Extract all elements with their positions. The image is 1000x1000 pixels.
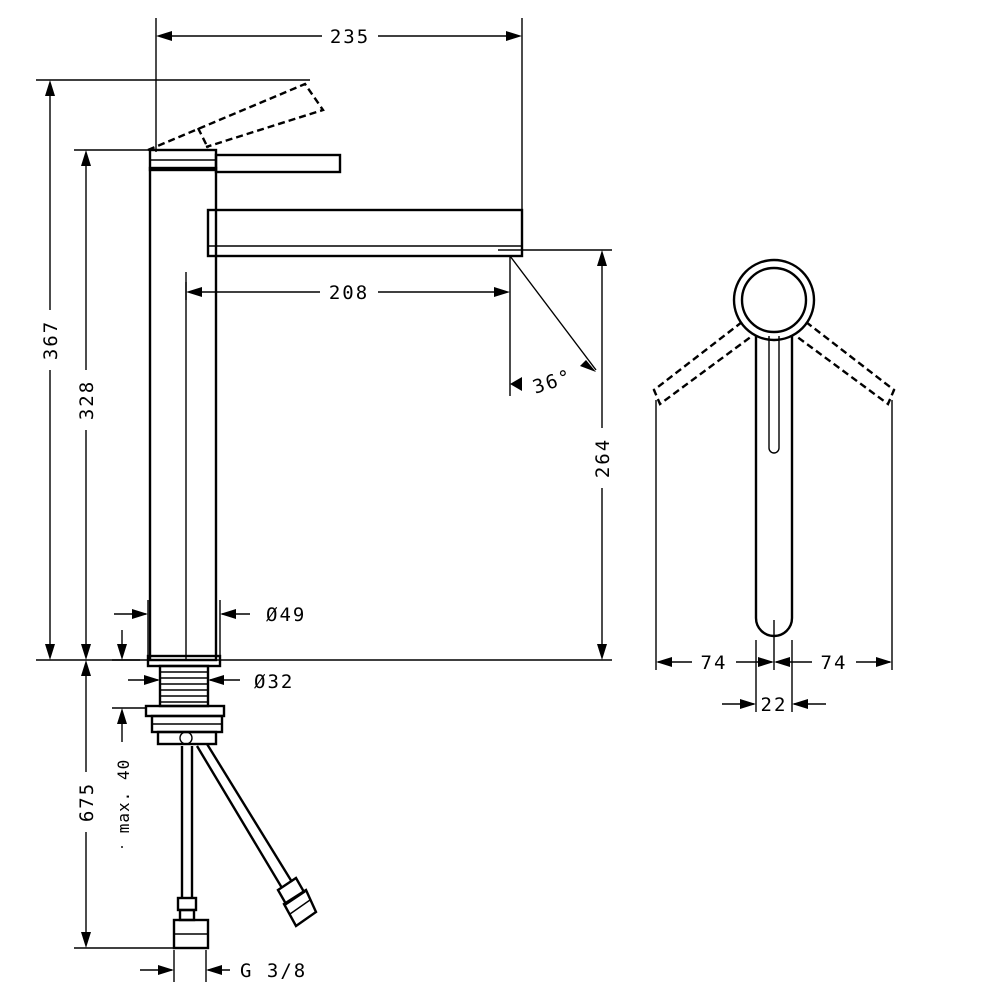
label-hose-length: 675 — [76, 782, 98, 822]
top-view-outer-circle — [732, 258, 816, 342]
dim-overall-reach: 235 — [155, 18, 523, 210]
dim-spout-reach: 208 — [185, 256, 511, 396]
label-body-height: 328 — [76, 380, 98, 420]
dim-spout-angle: 36° — [509, 255, 597, 399]
label-mounting-diameter: Ø32 — [254, 671, 294, 693]
label-lever-swing-right: 74 — [821, 652, 848, 674]
dim-body-height: 328 — [74, 149, 150, 660]
label-spout-height: 264 — [592, 438, 614, 478]
lever-handle — [214, 153, 342, 174]
dim-lever-swing-right: 74 — [774, 650, 892, 674]
lever-handle-open-position — [147, 82, 325, 152]
dim-lever-width: 22 — [722, 694, 826, 716]
top-view: 74 74 22 — [652, 258, 896, 716]
dim-base-offset — [112, 630, 140, 661]
label-total-height: 367 — [40, 320, 62, 360]
dim-lever-swing-left: 74 — [656, 650, 774, 674]
label-connection: G 3/8 — [240, 960, 307, 982]
label-spout-angle: 36° — [530, 365, 575, 398]
dim-max-thickness: max. 40 — [112, 707, 146, 848]
dim-spout-height: 264 — [498, 249, 614, 660]
label-body-diameter: Ø49 — [266, 604, 306, 626]
spout — [206, 208, 524, 258]
label-overall-reach: 235 — [330, 26, 370, 48]
label-lever-width: 22 — [761, 694, 788, 716]
side-view: 235 208 36° 367 — [36, 18, 614, 982]
top-view-inner-circle — [740, 266, 808, 334]
faucet-body — [148, 166, 218, 662]
label-lever-swing-left: 74 — [701, 652, 728, 674]
dim-connection: G 3/8 — [140, 950, 307, 982]
dim-mounting-diameter: Ø32 — [128, 671, 294, 693]
top-view-lever-swing — [652, 321, 896, 406]
supply-hoses — [172, 743, 318, 950]
mounting-thread — [144, 654, 226, 746]
dim-body-diameter: Ø49 — [114, 600, 306, 656]
dim-total-height: 367 — [36, 79, 612, 661]
dim-hose-length: 675 — [74, 660, 180, 949]
top-view-lever — [754, 336, 794, 638]
label-max-thickness: max. 40 — [114, 759, 133, 833]
label-spout-reach: 208 — [329, 282, 369, 304]
